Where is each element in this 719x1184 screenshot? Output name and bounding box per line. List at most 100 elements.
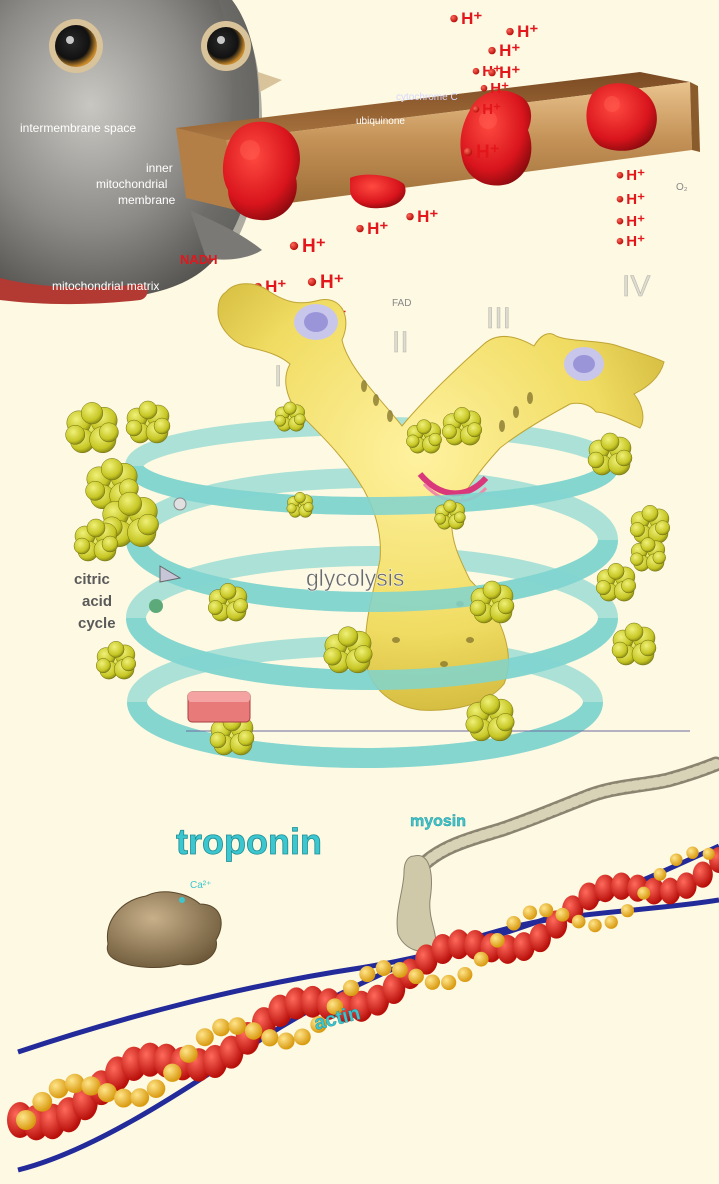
troponin-bead (98, 1083, 117, 1102)
actin-monomer (693, 861, 713, 887)
troponin-bead (556, 908, 570, 922)
troponin-bead (179, 1045, 197, 1063)
label-calcium: Ca²⁺ (190, 880, 211, 891)
troponin-bead (457, 967, 472, 982)
proton-icon: H⁺ (617, 191, 645, 208)
troponin-bead (278, 1033, 295, 1050)
label-matrix: mitochondrial matrix (52, 279, 159, 293)
troponin-bead (539, 903, 553, 917)
label-myosin: myosin (410, 813, 466, 830)
label-inner-2: mitochondrial (96, 177, 167, 191)
proton-icon: H⁺ (617, 167, 645, 184)
troponin-bead (114, 1089, 133, 1108)
proton-icon: H⁺ (488, 41, 520, 60)
proton-label: H⁺ (302, 236, 326, 257)
complex-III-label: III (486, 302, 511, 335)
enzyme-icon (596, 563, 636, 601)
troponin-bead (261, 1029, 278, 1046)
proton-label: H⁺ (626, 167, 645, 184)
troponin-bead (212, 1019, 230, 1037)
label-troponin: troponin (176, 821, 322, 862)
troponin-bead (686, 847, 698, 859)
enzyme-icon (74, 519, 118, 561)
troponin-bead (32, 1092, 52, 1112)
troponin-bead (163, 1064, 181, 1082)
troponin-bead (572, 915, 586, 929)
troponin-bead (196, 1028, 214, 1046)
proton-icon: H⁺ (617, 233, 645, 250)
troponin-bead (654, 868, 667, 881)
label-cycle: cycle (78, 615, 116, 632)
proton-label: H⁺ (499, 41, 520, 60)
troponin-bead (670, 853, 683, 866)
enzyme-icon (275, 402, 306, 431)
troponin-bead (343, 980, 359, 996)
complex-II-label: II (392, 326, 409, 359)
troponin-bead (605, 916, 618, 929)
label-cytochrome-c: cytochrome C (396, 92, 458, 103)
complex-I-label: I (274, 360, 282, 393)
enzyme-icon (588, 433, 632, 475)
eye-icon (207, 27, 245, 65)
troponin-bead (376, 960, 392, 976)
label-citric: citric (74, 571, 110, 588)
proton-icon: H⁺ (406, 207, 438, 226)
troponin-bead (637, 887, 650, 900)
label-glycolysis: glycolysis (306, 565, 404, 591)
label-fad: FAD (392, 298, 411, 309)
troponin-icon (107, 892, 221, 968)
label-intermembrane-space: intermembrane space (20, 121, 136, 135)
enzyme-icon (612, 623, 656, 665)
troponin-bead (245, 1022, 262, 1039)
troponin-bead (621, 904, 634, 917)
troponin-bead (229, 1017, 247, 1035)
troponin-bead (441, 975, 456, 990)
proton-label: H⁺ (482, 101, 501, 118)
proton-icon: H⁺ (506, 22, 538, 41)
troponin-bead (425, 975, 440, 990)
proton-label: H⁺ (626, 213, 645, 230)
complex-IV-label: IV (622, 270, 650, 303)
enzyme-icon (126, 401, 170, 443)
troponin-bead (506, 916, 520, 930)
troponin-bead (147, 1079, 166, 1098)
proton-icon: H⁺ (356, 219, 388, 238)
proton-label: H⁺ (367, 219, 388, 238)
proton-label: H⁺ (461, 9, 482, 28)
label-acid: acid (82, 593, 112, 610)
label-inner-3: membrane (118, 193, 176, 207)
enzyme-icon (324, 627, 372, 673)
troponin-bead (294, 1028, 311, 1045)
proton-icon: H⁺ (473, 63, 501, 80)
protein-complex-icon (223, 122, 300, 221)
proton-icon: H⁺ (617, 213, 645, 230)
troponin-bead (392, 962, 408, 978)
enzyme-icon (630, 538, 665, 572)
enzyme-icon (630, 505, 670, 543)
proton-icon: H⁺ (290, 236, 326, 257)
troponin-bead (408, 969, 424, 985)
label-o2: O₂ (676, 182, 688, 193)
troponin-bead (130, 1088, 149, 1107)
enzyme-icon (96, 641, 136, 679)
proton-label: H⁺ (626, 191, 645, 208)
proton-label: H⁺ (476, 142, 500, 163)
enzyme-icon (66, 402, 119, 452)
proton-label: H⁺ (626, 233, 645, 250)
proton-label: H⁺ (490, 80, 509, 97)
troponin-bead (474, 952, 489, 967)
eye-icon (55, 25, 97, 67)
actin-filament (7, 847, 719, 1141)
troponin-bead (16, 1110, 36, 1130)
troponin-bead (523, 905, 537, 919)
proton-label: H⁺ (417, 207, 438, 226)
proton-label: H⁺ (320, 272, 344, 293)
troponin-bead (65, 1074, 84, 1093)
proton-icon: H⁺ (308, 272, 344, 293)
proton-label: H⁺ (517, 22, 538, 41)
label-nadh: NADH (180, 252, 218, 267)
troponin-bead (703, 848, 715, 860)
troponin-bead (588, 919, 601, 932)
proton-icon: H⁺ (450, 9, 482, 28)
